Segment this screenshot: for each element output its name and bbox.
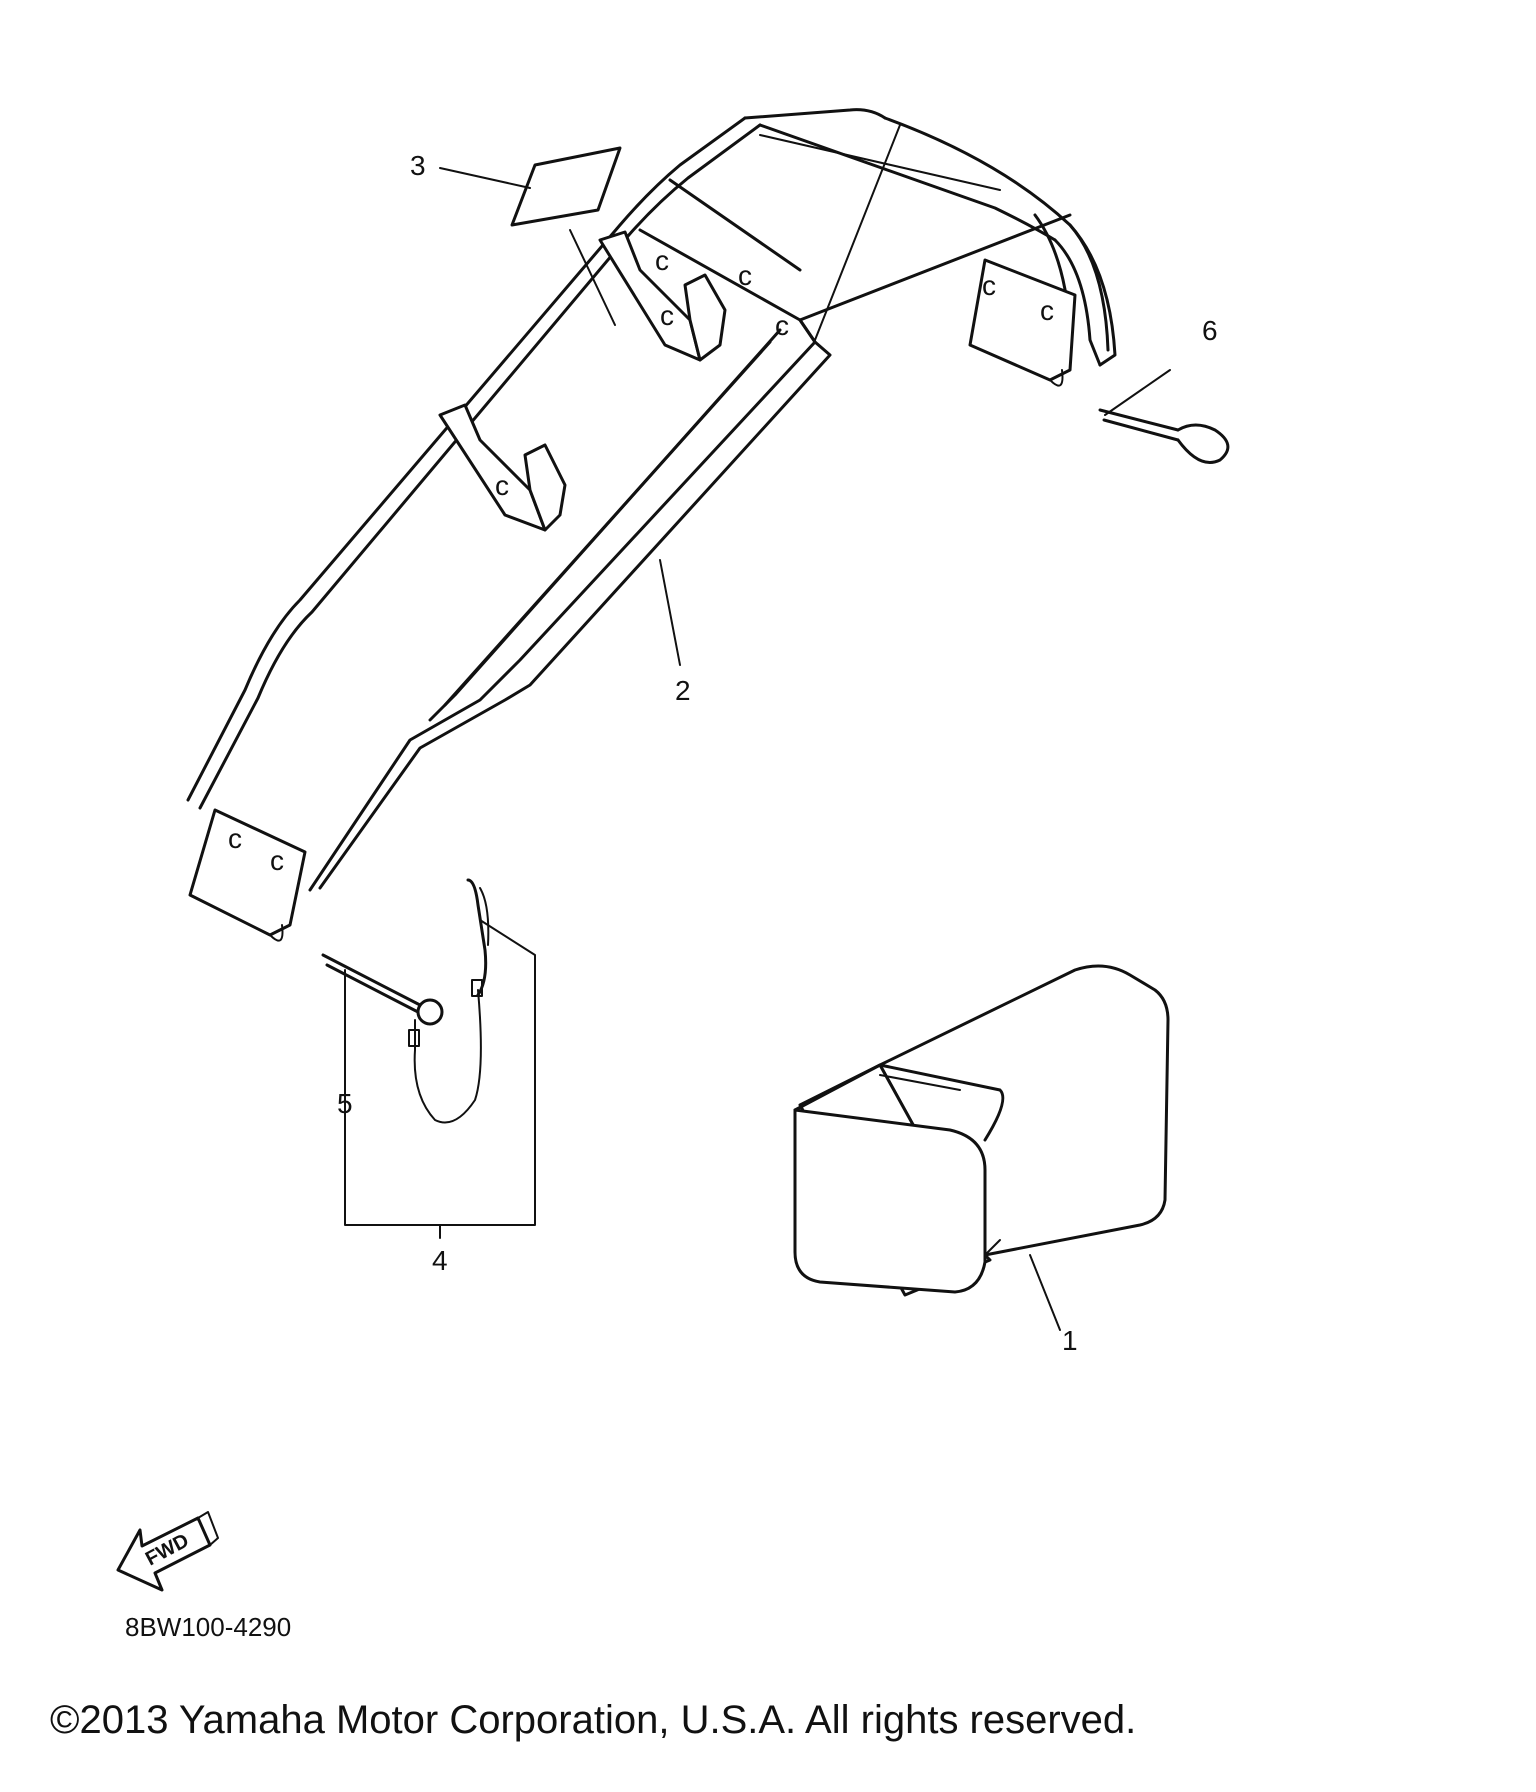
svg-text:c: c — [655, 245, 669, 276]
svg-text:c: c — [495, 470, 509, 501]
svg-text:c: c — [1040, 295, 1054, 326]
part-1-toolkit — [793, 964, 1170, 1331]
diagram-code: 8BW100-4290 — [125, 1612, 292, 1642]
part-3-label — [439, 146, 622, 326]
callout-3: 3 — [410, 150, 426, 181]
callout-1: 1 — [1062, 1325, 1078, 1356]
svg-text:c: c — [738, 260, 752, 291]
svg-text:c: c — [228, 823, 242, 854]
svg-text:c: c — [775, 310, 789, 341]
svg-text:c: c — [982, 270, 996, 301]
callout-6: 6 — [1202, 315, 1218, 346]
svg-text:c: c — [270, 845, 284, 876]
svg-text:c: c — [660, 300, 674, 331]
callout-2: 2 — [675, 675, 691, 706]
copyright-notice: ©2013 Yamaha Motor Corporation, U.S.A. A… — [50, 1698, 1137, 1742]
callout-4: 4 — [432, 1245, 448, 1276]
part-6-pin — [1098, 369, 1230, 464]
fwd-arrow-icon: FWD — [116, 1511, 219, 1592]
callout-5: 5 — [337, 1088, 353, 1119]
part-4-5-pin-assembly — [321, 878, 536, 1239]
part-2-fender: c c c c c c c c c — [186, 108, 1117, 942]
